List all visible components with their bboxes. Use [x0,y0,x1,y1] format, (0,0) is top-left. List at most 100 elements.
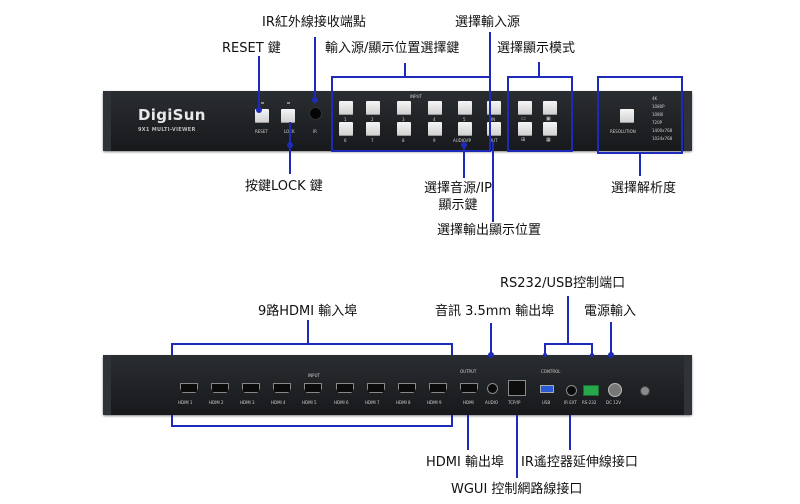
ground-screw [640,386,650,396]
input-key-8-label: 8 [402,138,405,143]
callout-select-input: 選擇輸入源 [455,15,521,30]
brand-logo: DigiSun [138,106,206,124]
mode-icon-1: ▭ [521,116,526,122]
mode-key-4[interactable] [543,122,557,136]
reset-text: RESET [255,129,268,134]
ir-ext-jack[interactable] [566,385,577,396]
mode-key-3[interactable] [518,122,532,136]
hdmi-in-label-5: HDMI 5 [302,400,317,405]
dc-power-label: DC 12V [606,400,621,405]
front-panel: DigiSun 9X1 MULTI-VIEWER RESET LOCK IR I… [103,91,692,151]
input-key-9[interactable] [428,122,442,136]
audio-ip-key[interactable] [458,122,472,136]
callout-lock-key: 按鍵LOCK 鍵 [245,179,323,194]
callout-input-display-select: 輸入源/顯示位置選擇鍵 [325,41,460,56]
input-key-in[interactable] [487,101,501,115]
callout-reset-key: RESET 鍵 [222,41,281,56]
hdmi-in-label-2: HDMI 2 [209,400,224,405]
callout-ir-receiver: IR紅外線接收端點 [262,15,366,30]
rs232-terminal[interactable] [583,385,599,396]
hdmi-in-port-4[interactable] [273,383,291,393]
rack-ear-right [684,355,692,415]
callout-select-output-position: 選擇輸出顯示位置 [437,223,542,238]
rack-ear-right [684,91,692,151]
tcp-ip-port[interactable] [508,380,526,396]
callout-wgui-network: WGUI 控制網路線接口 [451,482,583,497]
hdmi-in-port-7[interactable] [367,383,385,393]
audio-out-jack[interactable] [487,383,498,394]
usb-port[interactable] [540,385,554,393]
audio-out-label: AUDIO [485,400,499,405]
input-key-6-label: 6 [344,138,347,143]
callout-audio-ip-key: 選擇音源/IP顯示鍵 [423,181,493,213]
input-key-3[interactable] [397,101,411,115]
hdmi-in-label-1: HDMI 1 [178,400,193,405]
mode-key-1[interactable] [518,101,532,115]
hdmi-in-label-7: HDMI 7 [365,400,380,405]
input-key-7-label: 7 [371,138,374,143]
hdmi-in-label-4: HDMI 4 [271,400,286,405]
callout-hdmi-inputs: 9路HDMI 輸入埠 [258,304,358,319]
input-key-1[interactable] [339,101,353,115]
rear-control-title: CONTROL [541,369,561,374]
hdmi-in-port-3[interactable] [242,383,260,393]
callout-power-in: 電源輸入 [584,304,637,319]
rack-ear-left [103,91,111,151]
ir-ext-label: IR EXT [564,400,577,405]
hdmi-in-port-2[interactable] [211,383,229,393]
hdmi-inputs-bracket-bottom [171,415,453,427]
callout-audio-out: 音訊 3.5mm 輸出埠 [435,304,555,319]
rear-input-title: INPUT [308,373,320,378]
input-key-9-label: 9 [433,138,436,143]
hdmi-out-label: HDMI [463,400,474,405]
ir-text: IR [313,129,317,134]
res-option-1080p: 1080P [652,104,665,109]
reset-button[interactable] [255,109,269,123]
input-key-6[interactable] [339,122,353,136]
callout-select-resolution: 選擇解析度 [611,181,677,196]
reset-led [261,102,264,104]
rack-ear-left [103,355,111,415]
rear-panel: INPUT OUTPUT CONTROL HDMI 1 HDMI 2 HDMI … [103,355,692,415]
res-option-720p: 720P [652,120,663,125]
res-option-1080i: 1080I [652,112,664,117]
hdmi-in-label-9: HDMI 9 [427,400,442,405]
hdmi-in-port-9[interactable] [429,383,447,393]
hdmi-in-port-1[interactable] [180,383,198,393]
res-option-4k: 4K [652,96,658,101]
input-key-7[interactable] [366,122,380,136]
mode-key-2[interactable] [543,101,557,115]
model-name: 9X1 MULTI-VIEWER [138,127,196,133]
input-title: INPUT [410,94,422,99]
hdmi-in-port-8[interactable] [398,383,416,393]
hdmi-inputs-bracket [171,343,453,355]
lock-led [287,102,290,104]
mode-icon-4: ▦ [546,137,551,143]
rear-output-title: OUTPUT [460,369,477,374]
audio-ip-key-label: AUDIO/IP [453,138,472,143]
res-option-1024x768: 1024x768 [652,136,673,141]
hdmi-in-port-5[interactable] [304,383,322,393]
hdmi-in-port-6[interactable] [336,383,354,393]
output-key-label: OUT [489,138,498,143]
input-key-5[interactable] [458,101,472,115]
tcp-ip-label: TCP/IP [508,400,521,405]
hdmi-in-label-3: HDMI 3 [240,400,255,405]
rs232-usb-bracket [544,343,593,355]
lock-button[interactable] [281,109,295,123]
input-key-in-label: IN [491,117,496,122]
dc-power-jack[interactable] [608,383,622,397]
res-option-1400x768: 1400x768 [652,128,673,133]
input-key-8[interactable] [397,122,411,136]
input-key-2[interactable] [366,101,380,115]
hdmi-out-port[interactable] [460,383,478,393]
lock-text: LOCK [284,129,295,134]
output-key[interactable] [487,122,501,136]
resolution-button[interactable] [620,109,634,123]
callout-ir-extension: IR遙控器延伸線接口 [521,455,638,470]
usb-label: USB [542,400,551,405]
input-key-4[interactable] [428,101,442,115]
mode-icon-3: ⊞ [521,137,526,143]
mode-icon-2: ▣ [546,116,551,122]
hdmi-in-label-6: HDMI 6 [334,400,349,405]
